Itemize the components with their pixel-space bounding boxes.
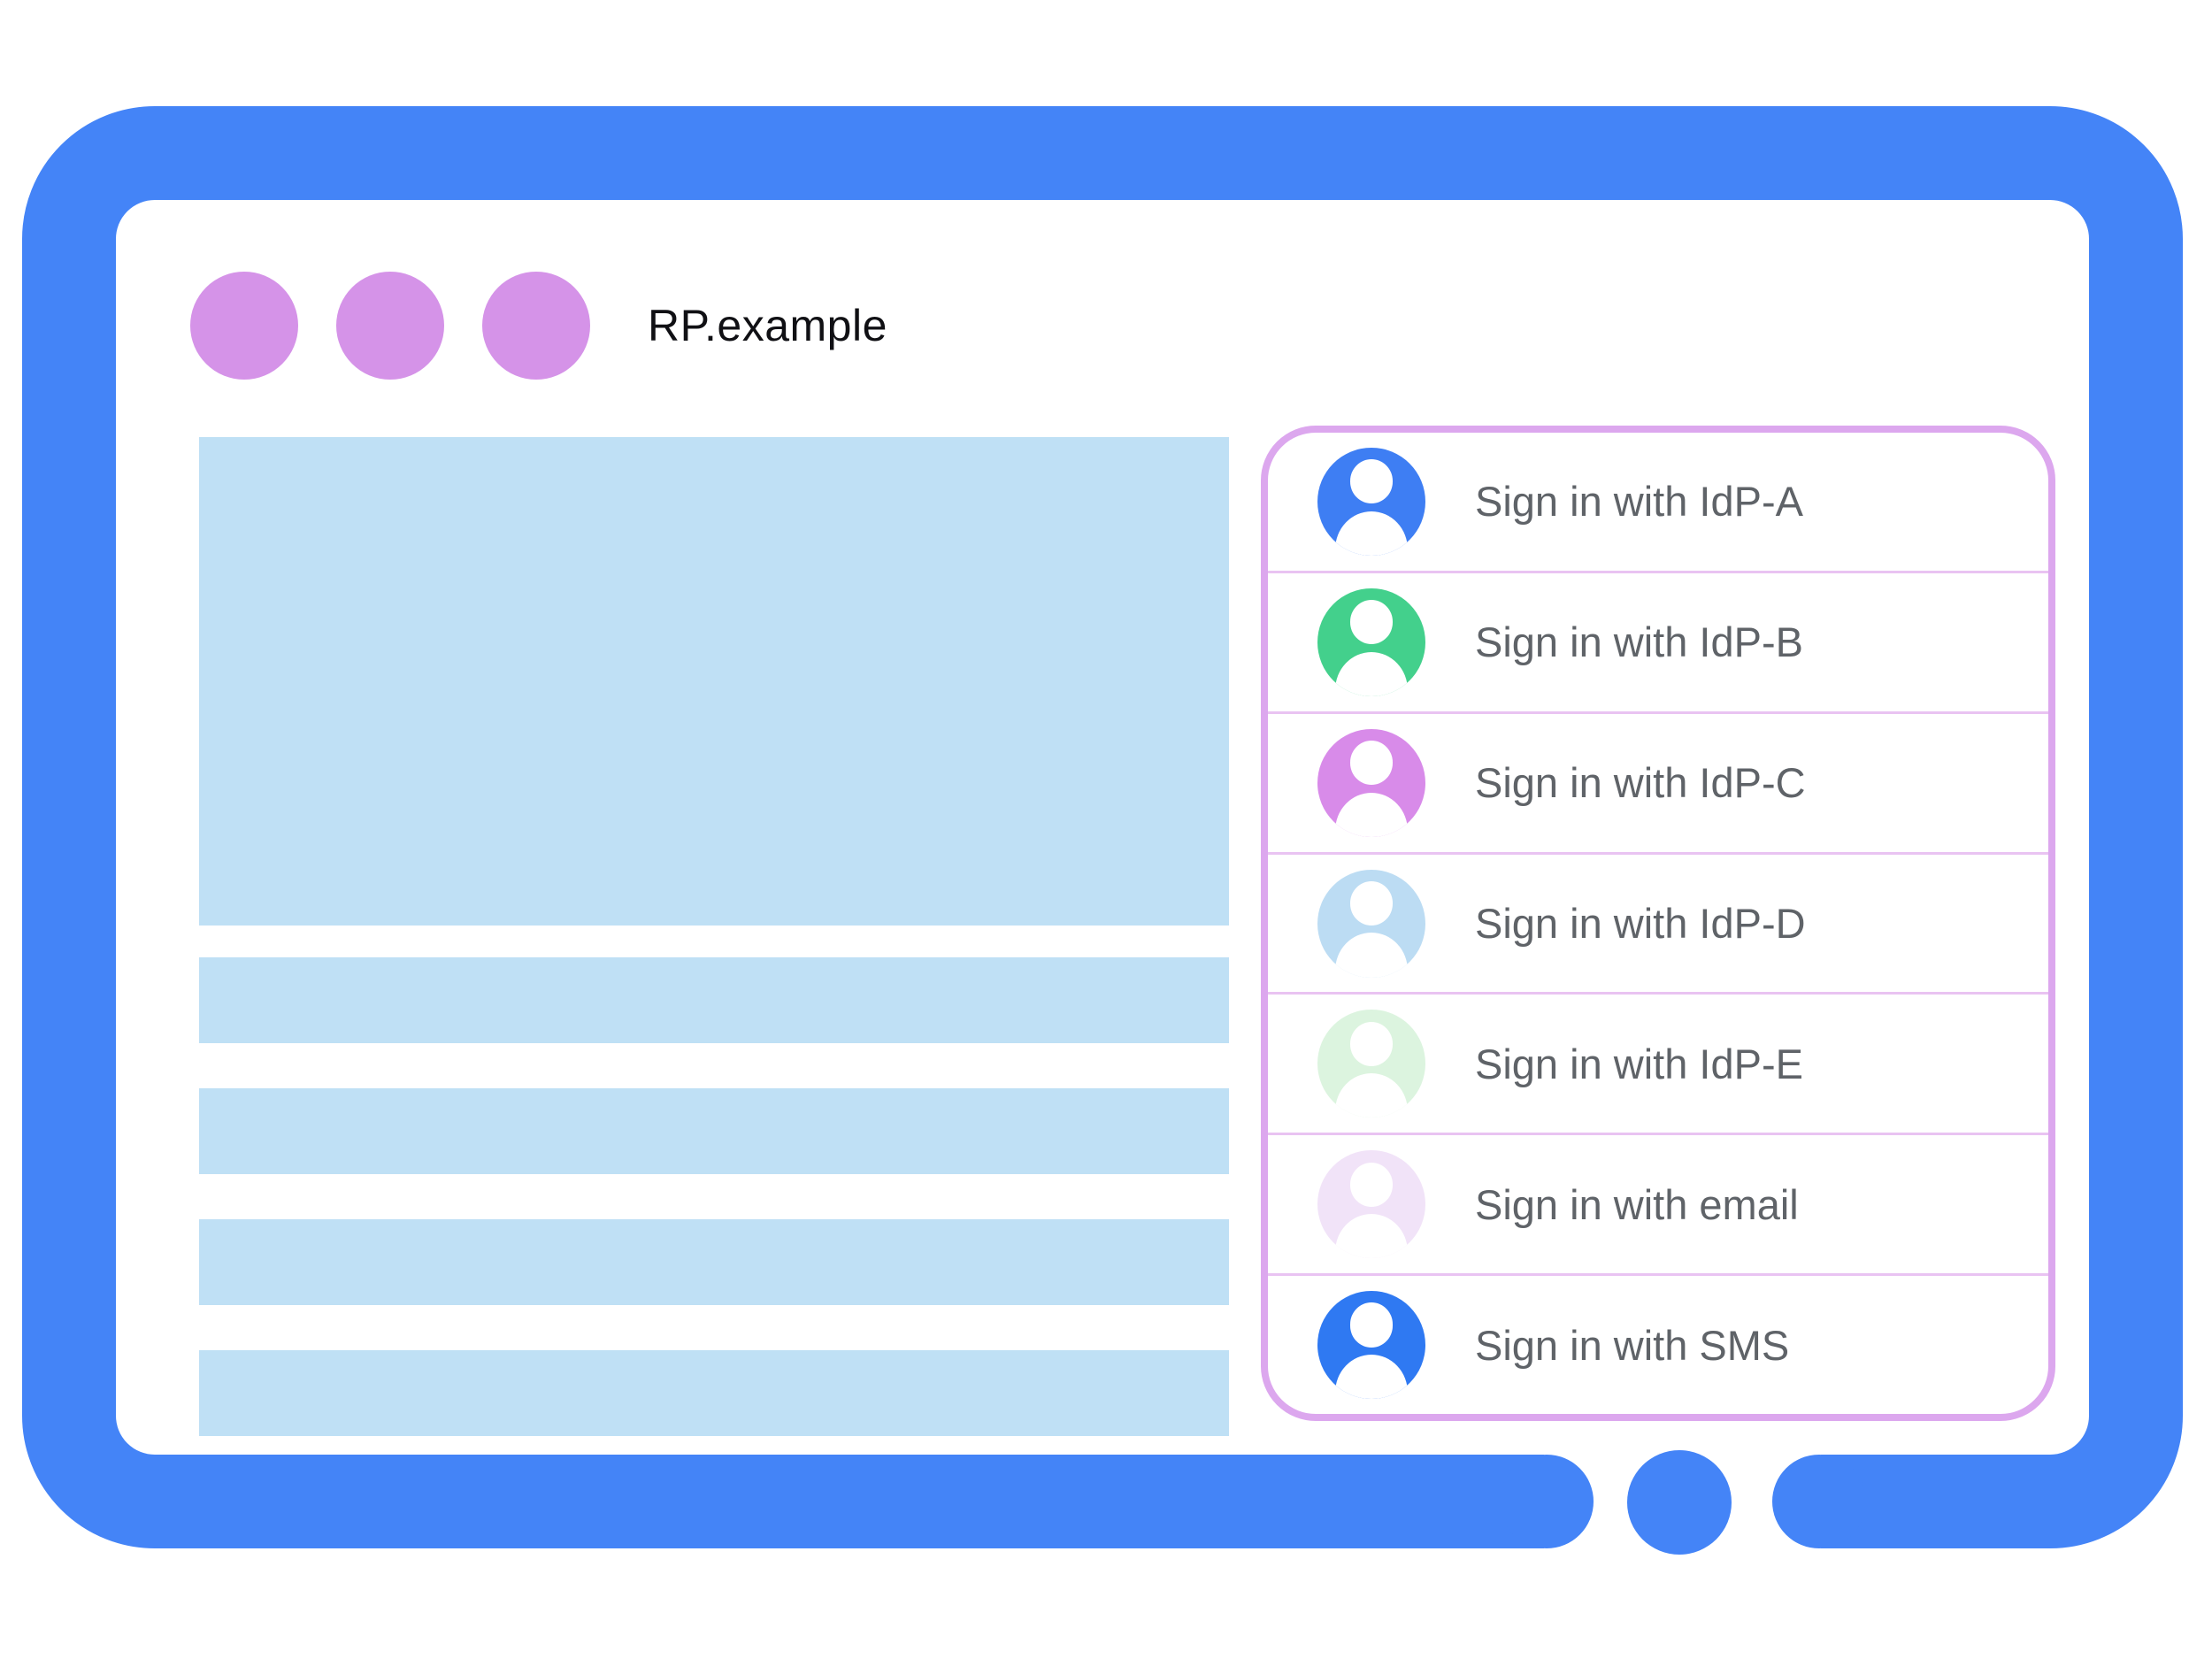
home-button-icon [1627,1450,1732,1555]
signin-option-idp-a[interactable]: Sign in with IdP-A [1268,433,2048,571]
person-icon [1317,447,1425,556]
content-placeholder-hero [199,437,1229,926]
window-dot-icon [482,272,590,380]
signin-option-idp-b[interactable]: Sign in with IdP-B [1268,570,2048,711]
page-title: RP.example [648,301,887,350]
signin-option-email[interactable]: Sign in with email [1268,1133,2048,1273]
bezel-bar-left-cap [1500,1455,1594,1548]
content-placeholder-line [199,957,1229,1043]
signin-option-label: Sign in with IdP-D [1475,900,1806,947]
signin-option-idp-d[interactable]: Sign in with IdP-D [1268,851,2048,993]
signin-option-label: Sign in with IdP-C [1475,759,1806,807]
signin-option-sms[interactable]: Sign in with SMS [1268,1273,2048,1414]
window-dot-icon [336,272,444,380]
signin-option-label: Sign in with IdP-E [1475,1040,1803,1087]
signin-option-label: Sign in with SMS [1475,1321,1790,1369]
signin-option-label: Sign in with IdP-B [1475,618,1803,666]
content-placeholder-line [199,1088,1229,1174]
signin-option-idp-c[interactable]: Sign in with IdP-C [1268,710,2048,852]
person-icon [1317,588,1425,696]
person-icon [1317,1291,1425,1400]
person-icon [1317,869,1425,978]
signin-option-label: Sign in with IdP-A [1475,478,1803,526]
person-icon [1317,728,1425,837]
window-dot-icon [190,272,298,380]
signin-option-idp-e[interactable]: Sign in with IdP-E [1268,992,2048,1133]
window-chrome: RP.example [190,272,887,380]
signin-chooser-panel: Sign in with IdP-A Sign in with IdP-B Si… [1261,426,2055,1421]
signin-option-label: Sign in with email [1475,1180,1799,1228]
content-placeholder-line [199,1350,1229,1436]
bezel-bar-right-cap [1772,1455,1866,1548]
content-placeholder-line [199,1219,1229,1305]
person-icon [1317,1150,1425,1259]
person-icon [1317,1010,1425,1118]
